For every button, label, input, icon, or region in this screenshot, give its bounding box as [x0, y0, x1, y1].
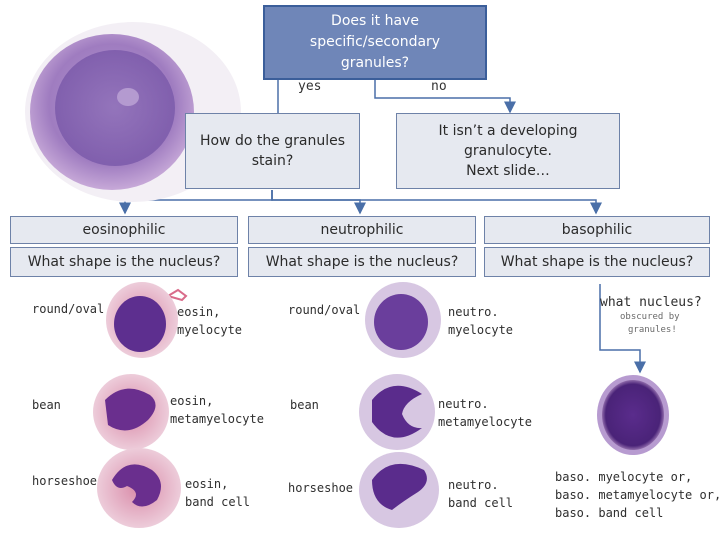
- eos-band-label-1: eosin,: [185, 477, 229, 491]
- eos-band-cell-image: [97, 448, 181, 528]
- eos-myelocyte-image: [106, 282, 178, 358]
- baso-line-3: baso. band cell: [555, 506, 664, 520]
- neutro-meta-label-2: metamyelocyte: [438, 415, 532, 429]
- baso-note-1: obscured by: [620, 312, 680, 322]
- baso-line-1: baso. myelocyte or,: [555, 470, 693, 484]
- not-granulocyte-line3: Next slide…: [466, 163, 550, 179]
- neutro-metamyelocyte-image: [359, 374, 435, 450]
- eos-myelocyte-label-2: myelocyte: [177, 323, 243, 337]
- neutro-myelocyte-image: [365, 282, 441, 358]
- eos-shape-horseshoe: horseshoe: [32, 474, 98, 488]
- yes-label: yes: [298, 79, 322, 94]
- neutro-nucleus-question: What shape is the nucleus?: [265, 254, 459, 270]
- eos-meta-label-1: eosin,: [170, 394, 214, 408]
- neutro-band-cell-image: [359, 452, 439, 528]
- neutrophilic-label: neutrophilic: [320, 222, 404, 238]
- eos-shape-round: round/oval: [32, 302, 105, 316]
- baso-what-nucleus: what nucleus?: [600, 295, 702, 310]
- neutro-shape-bean: bean: [290, 398, 319, 412]
- eos-band-label-2: band cell: [185, 495, 251, 509]
- neutrophilic-box: neutrophilic: [248, 216, 476, 244]
- root-question-box: Does it have specific/secondary granules…: [263, 5, 487, 80]
- not-granulocyte-box: It isn’t a developing granulocyte. Next …: [396, 113, 620, 189]
- neutro-meta-label-1: neutro.: [438, 397, 489, 411]
- neutro-myelocyte-label-1: neutro.: [448, 305, 499, 319]
- eos-shape-bean: bean: [32, 398, 61, 412]
- stain-question-text: How do the granules stain?: [199, 133, 346, 169]
- not-granulocyte-line2: granulocyte.: [464, 143, 552, 159]
- basophilic-box: basophilic: [484, 216, 710, 244]
- eos-nucleus-question-box: What shape is the nucleus?: [10, 247, 238, 277]
- stain-question-box: How do the granules stain?: [185, 113, 360, 189]
- neutro-band-label-2: band cell: [448, 496, 514, 510]
- pink-arrow-mark: [165, 288, 188, 302]
- eos-metamyelocyte-image: [93, 374, 169, 450]
- baso-nucleus-question: What shape is the nucleus?: [500, 254, 694, 270]
- no-label: no: [431, 79, 447, 94]
- baso-cell-image: [597, 375, 669, 455]
- baso-line-2: baso. metamyelocyte or,: [555, 488, 720, 502]
- baso-nucleus-question-box: What shape is the nucleus?: [484, 247, 710, 277]
- neutro-nucleus-question-box: What shape is the nucleus?: [248, 247, 476, 277]
- neutro-shape-round: round/oval: [288, 303, 361, 317]
- not-granulocyte-line1: It isn’t a developing: [438, 123, 578, 139]
- eosinophilic-label: eosinophilic: [82, 222, 166, 238]
- eos-myelocyte-label-1: eosin,: [177, 305, 221, 319]
- neutro-shape-horseshoe: horseshoe: [288, 481, 354, 495]
- eosinophilic-box: eosinophilic: [10, 216, 238, 244]
- neutro-band-label-1: neutro.: [448, 478, 499, 492]
- basophilic-label: basophilic: [561, 222, 633, 238]
- baso-note-2: granules!: [628, 325, 677, 335]
- neutro-myelocyte-label-2: myelocyte: [448, 323, 514, 337]
- root-question-text: Does it have specific/secondary granules…: [309, 13, 441, 71]
- eos-meta-label-2: metamyelocyte: [170, 412, 264, 426]
- eos-nucleus-question: What shape is the nucleus?: [27, 254, 221, 270]
